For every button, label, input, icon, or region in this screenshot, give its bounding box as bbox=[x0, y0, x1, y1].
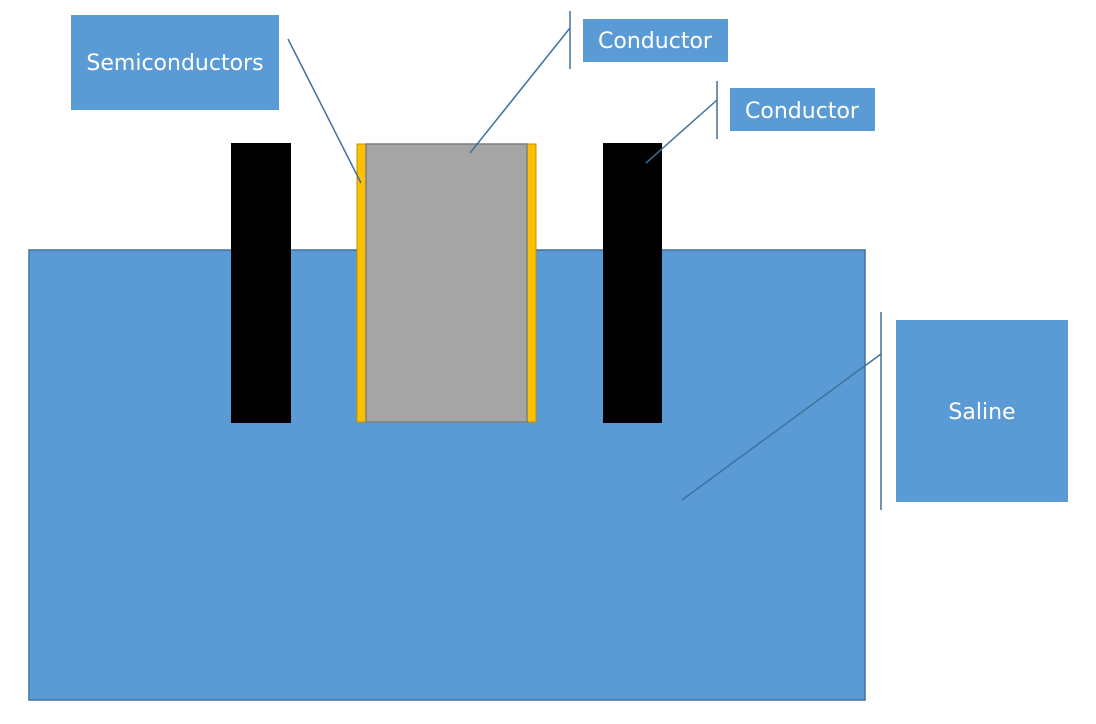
semiconductors-label-text: Semiconductors bbox=[86, 51, 263, 76]
conductor-center-leader-line bbox=[469, 27, 571, 154]
right-electrode bbox=[603, 143, 662, 423]
saline-label: Saline bbox=[896, 320, 1068, 502]
conductor-center-label: Conductor bbox=[583, 19, 728, 62]
center-conductor bbox=[365, 143, 528, 423]
semiconductors-label: Semiconductors bbox=[71, 15, 279, 110]
semiconductor-layer-right bbox=[526, 143, 537, 423]
conductor-center-label-text: Conductor bbox=[598, 29, 713, 54]
saline-leader-line bbox=[681, 353, 882, 501]
semiconductors-leader-line bbox=[287, 38, 362, 184]
conductor-right-leader-line bbox=[645, 99, 718, 164]
conductor-right-label: Conductor bbox=[730, 88, 875, 131]
semiconductor-layer-left bbox=[356, 143, 367, 423]
left-electrode bbox=[231, 143, 291, 423]
saline-label-text: Saline bbox=[948, 400, 1015, 425]
conductor-right-label-text: Conductor bbox=[745, 99, 860, 124]
